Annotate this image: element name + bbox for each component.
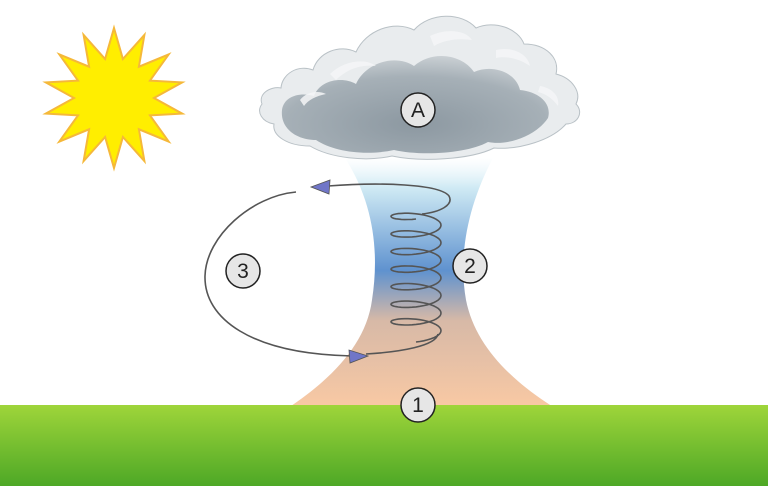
return-circulation-line [204,191,353,357]
rising-air-column [288,158,555,408]
svg-text:1: 1 [412,394,424,417]
label-ground: 1 [400,387,436,423]
rising-air-spiral [390,212,442,343]
ground-grass [0,405,768,486]
inflow-line [365,333,439,355]
storm-cloud-icon [259,15,581,160]
outflow-line [327,183,451,215]
arrow-inflow-icon [348,349,370,364]
svg-text:A: A [411,99,425,122]
sun-icon [42,24,186,172]
label-circulation: 3 [225,253,261,289]
label-cloud: A [400,92,436,128]
arrow-outflow-icon [309,179,331,195]
svg-text:2: 2 [464,255,476,278]
svg-text:3: 3 [237,260,249,283]
label-column: 2 [452,248,488,284]
